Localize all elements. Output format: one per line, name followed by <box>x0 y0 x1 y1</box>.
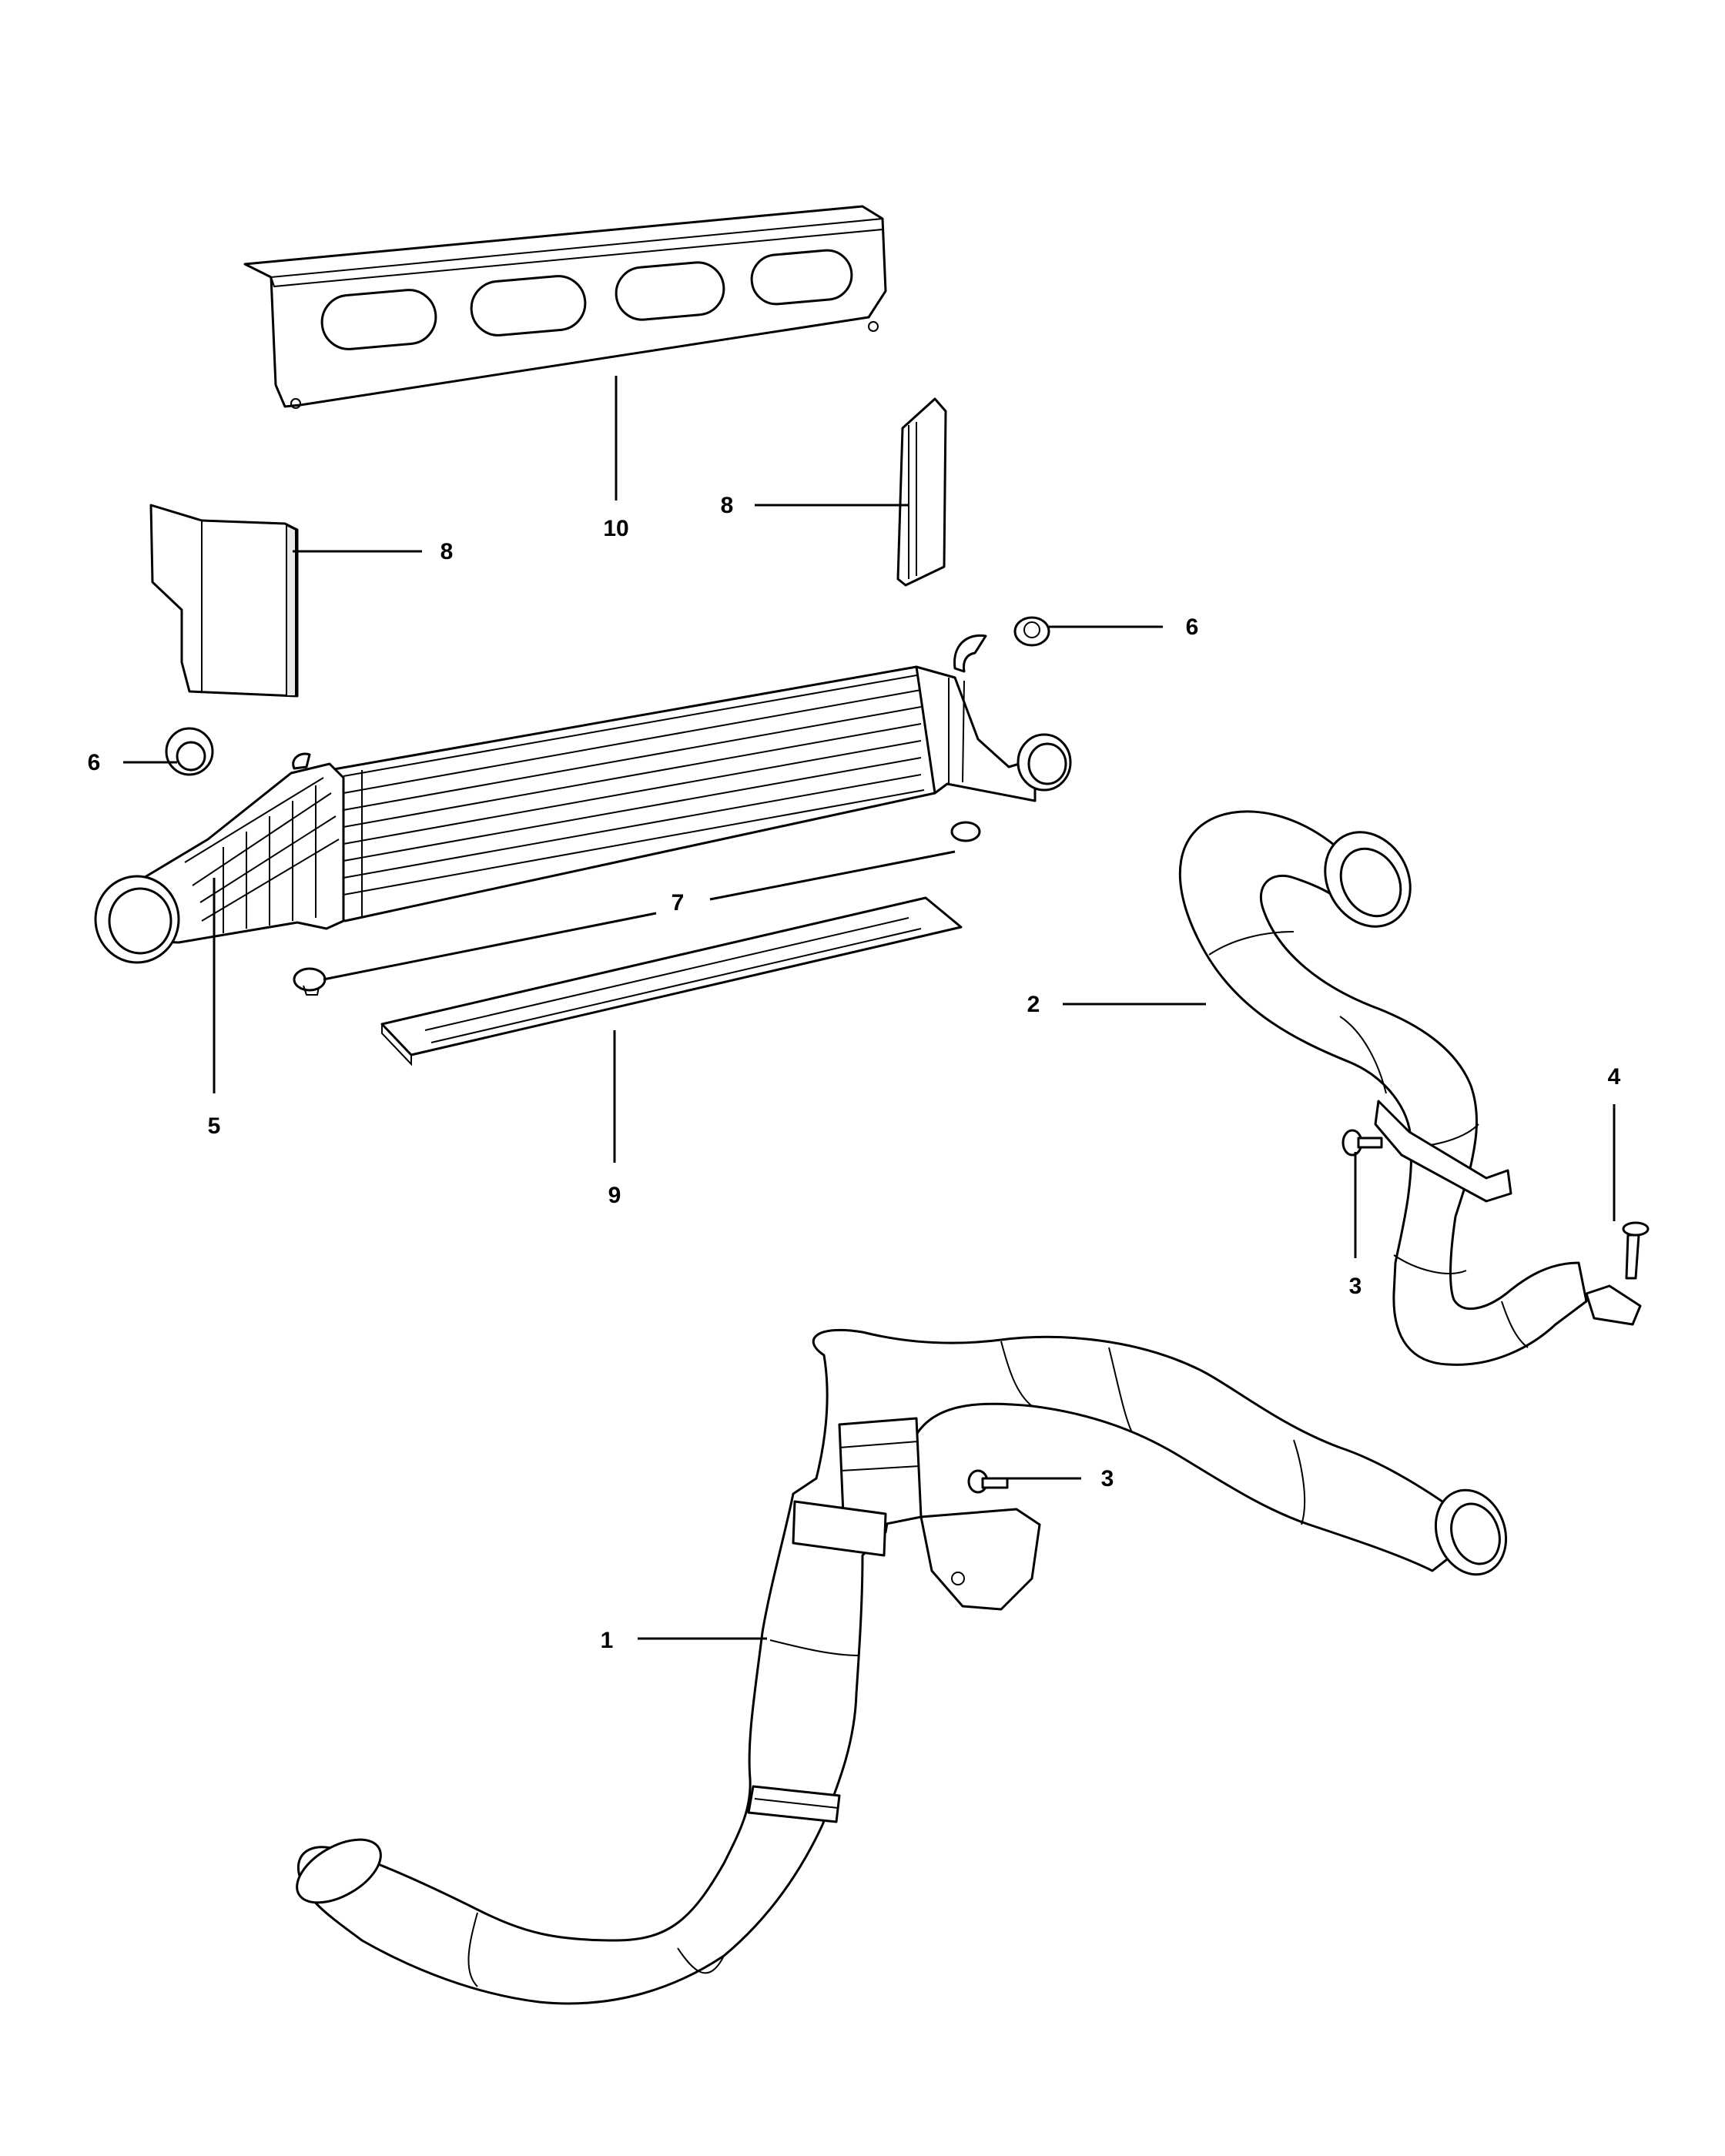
charge-air-hose-part-1 <box>296 1328 1508 2005</box>
callout-labels: 10 8 8 6 6 7 5 9 2 3 4 3 1 <box>88 493 1621 1653</box>
air-deflector-right-part-8 <box>896 397 947 587</box>
leader-lines <box>123 376 1616 1640</box>
grommet-left-part-6 <box>165 727 214 776</box>
bolt-lower-part-3 <box>967 1469 1009 1494</box>
callout-8-right: 8 <box>721 493 734 518</box>
callout-9: 9 <box>608 1183 621 1208</box>
callout-6-right: 6 <box>1186 614 1199 640</box>
charge-air-hose-part-2 <box>1178 810 1642 1366</box>
callout-4: 4 <box>1608 1064 1621 1090</box>
callout-2: 2 <box>1027 992 1040 1017</box>
leader-7-left <box>323 912 657 981</box>
push-pin-part-4 <box>1622 1221 1650 1280</box>
callout-7: 7 <box>672 890 685 916</box>
air-deflector-left-part-8 <box>149 504 299 698</box>
bolt-upper-part-3 <box>1341 1129 1383 1157</box>
callout-3-upper: 3 <box>1349 1274 1362 1299</box>
callout-8-left: 8 <box>440 539 454 564</box>
callout-6-left: 6 <box>88 750 101 775</box>
callout-1: 1 <box>601 1628 614 1653</box>
grommet-right-part-6 <box>1013 616 1050 647</box>
callout-10: 10 <box>603 516 628 541</box>
callout-3-lower: 3 <box>1101 1466 1114 1491</box>
leader-7-right <box>709 850 956 901</box>
charge-air-cooler-part-5 <box>94 634 1072 964</box>
lower-plate-part-9 <box>380 896 963 1066</box>
upper-shield-part-10 <box>243 205 887 409</box>
callout-5: 5 <box>208 1113 221 1139</box>
